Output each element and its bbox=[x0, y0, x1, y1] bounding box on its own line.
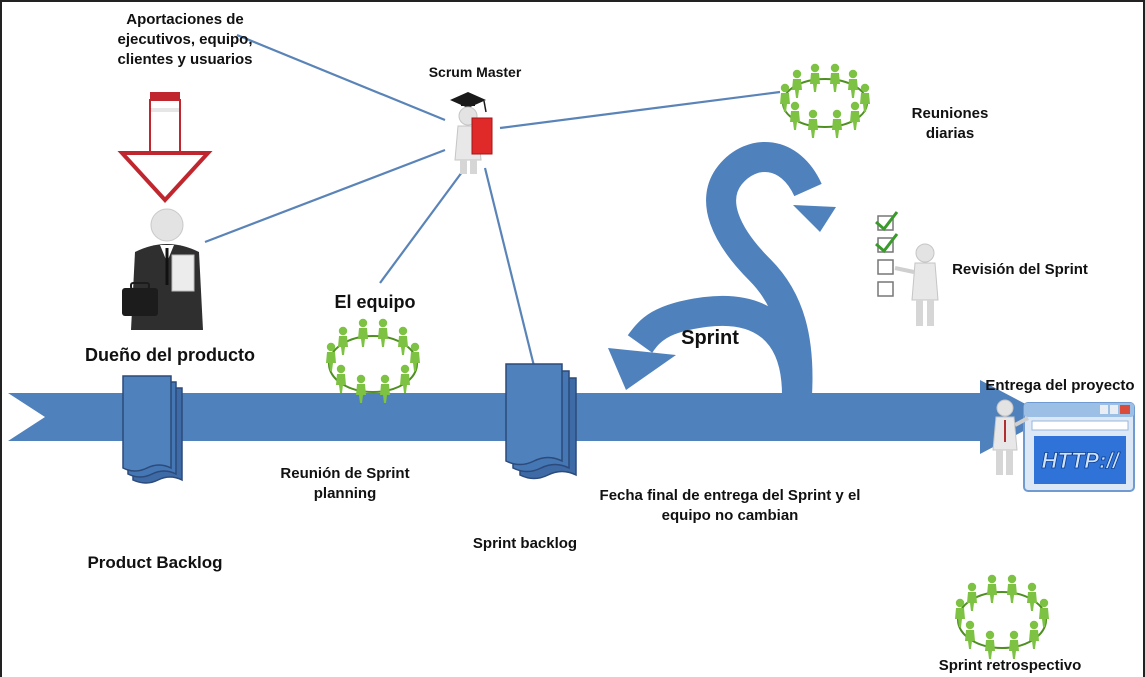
document-stack-icon bbox=[505, 363, 577, 480]
sprint-backlog-label: Sprint backlog bbox=[472, 535, 578, 552]
sprint-planning-label: Reunión de Sprint planning bbox=[280, 465, 410, 502]
connector-sprint-backlog bbox=[483, 167, 537, 371]
inputs-label: Aportaciones de ejecutivos, equipo, clie… bbox=[117, 11, 253, 68]
browser-url-text: HTTP:// bbox=[1042, 448, 1122, 473]
fixed-note-label: Fecha final de entrega del Sprint y el e… bbox=[599, 487, 861, 524]
connector-team bbox=[379, 167, 466, 284]
product-backlog-label: Product Backlog bbox=[87, 553, 223, 572]
browser-window-icon: HTTP:// bbox=[992, 399, 1135, 492]
people-circle-icon bbox=[955, 574, 1049, 659]
project-delivery-label: Entrega del proyecto bbox=[985, 377, 1135, 394]
people-circle-icon bbox=[326, 318, 420, 403]
businessman-icon bbox=[122, 208, 203, 330]
sprint-review-label: Revisión del Sprint bbox=[952, 261, 1088, 278]
checklist-icon bbox=[875, 211, 939, 326]
team-label: El equipo bbox=[334, 292, 416, 312]
retrospective-label: Sprint retrospectivo bbox=[938, 657, 1082, 674]
sprint-loop-arrow bbox=[608, 142, 836, 396]
product-owner-label: Dueño del producto bbox=[85, 345, 255, 365]
daily-meetings-label: Reuniones diarias bbox=[911, 105, 989, 142]
document-stack-icon bbox=[122, 375, 183, 484]
connector-daily-meetings bbox=[499, 90, 781, 130]
people-circle-icon bbox=[780, 63, 870, 138]
sprint-label: Sprint bbox=[681, 327, 739, 349]
connector-lines bbox=[204, 33, 781, 371]
connector-inputs bbox=[236, 33, 446, 122]
input-arrow bbox=[117, 92, 213, 203]
graduate-figure-icon bbox=[450, 92, 493, 174]
connector-product-owner bbox=[204, 148, 446, 244]
scrum-master-label: Scrum Master bbox=[428, 64, 522, 80]
